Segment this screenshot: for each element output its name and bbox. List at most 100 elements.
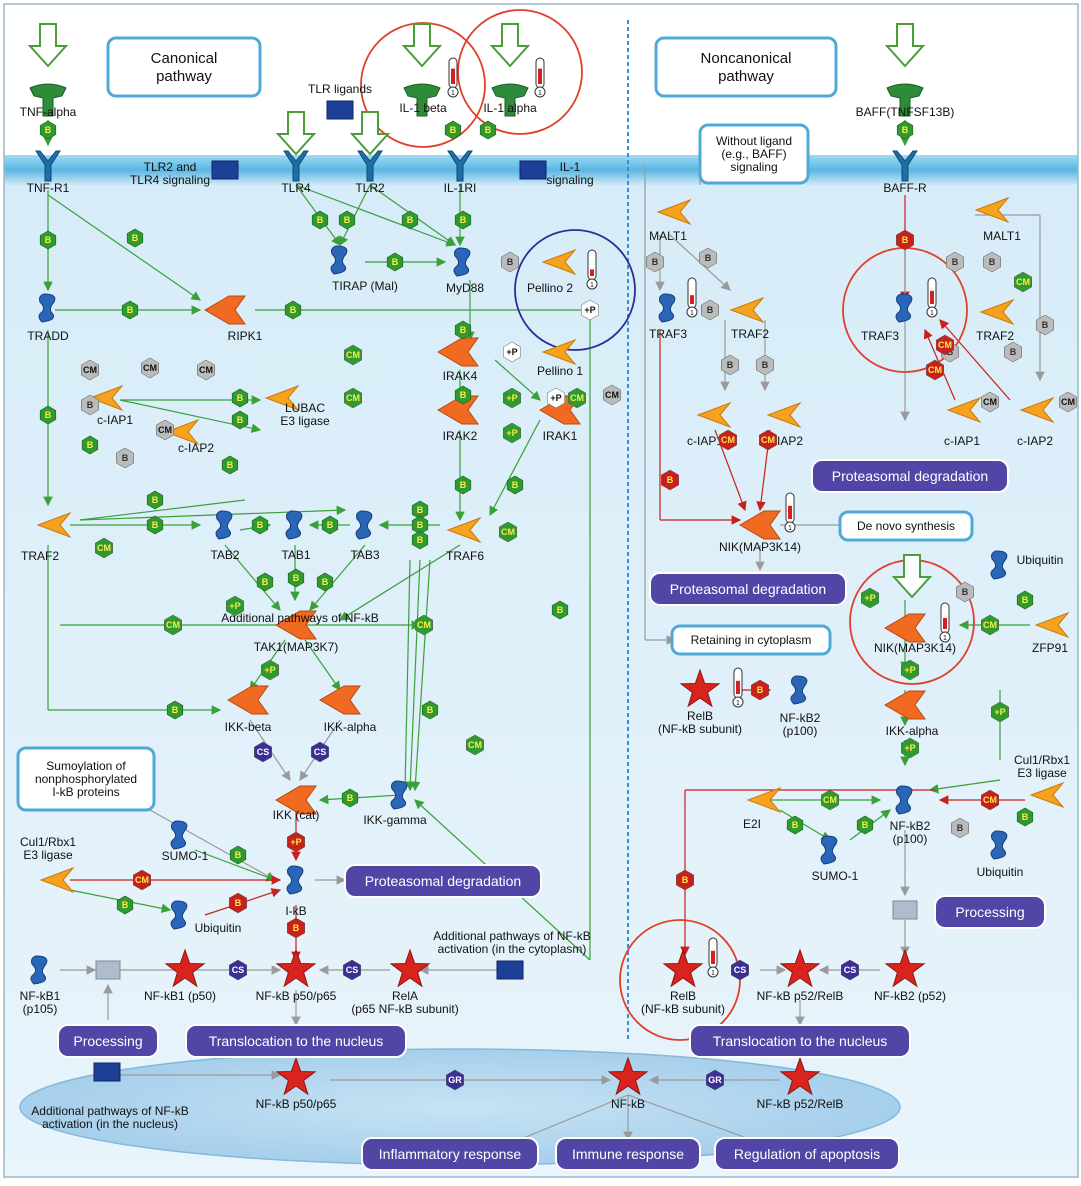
additional-nucleus-complex[interactable] — [93, 1062, 121, 1082]
baff-r-receptor[interactable] — [892, 150, 918, 182]
ciap1-mid-ligase[interactable] — [696, 401, 732, 429]
edge — [47, 194, 201, 301]
ikk-gamma-protein[interactable] — [390, 780, 408, 810]
ikk-alpha-right-kinase[interactable] — [884, 690, 926, 720]
badge-text: CM — [83, 365, 97, 375]
nfkb1-p50-tf[interactable] — [164, 948, 206, 988]
il1ri-receptor[interactable] — [447, 150, 473, 182]
svg-text:1: 1 — [590, 282, 594, 289]
badge-p-tak1 — [226, 595, 244, 617]
il1-alpha-ligand[interactable] — [491, 83, 529, 117]
lubac-ligase[interactable] — [264, 384, 300, 412]
nfkb-tf[interactable] — [607, 1056, 649, 1096]
processing-box-left[interactable]: Processing — [57, 1024, 159, 1058]
nfkb-p52-relb-tf[interactable] — [779, 948, 821, 988]
tlr-signaling-complex[interactable] — [211, 160, 239, 180]
badge-b-tlr4 — [311, 210, 329, 230]
proteasomal-box-1[interactable]: Proteasomal degradation — [344, 864, 542, 898]
relb-bottom-tf[interactable] — [662, 948, 704, 988]
badge-text: CS — [232, 965, 245, 975]
badge-text: CM — [938, 340, 952, 350]
tnf-alpha-ligand[interactable] — [29, 83, 67, 117]
ikb-protein[interactable] — [286, 865, 304, 895]
rela-tf[interactable] — [389, 948, 431, 988]
tab3-protein[interactable] — [355, 510, 373, 540]
nfkb1-p105-protein[interactable] — [30, 955, 48, 985]
nfkb2-p100-left-protein[interactable] — [790, 675, 808, 705]
proteasomal-box-2-label: Proteasomal degradation — [670, 581, 826, 597]
traf6-ligase[interactable] — [446, 516, 482, 544]
apoptosis-box[interactable]: Regulation of apoptosis — [714, 1137, 900, 1171]
malt1-right-ligase[interactable] — [974, 196, 1010, 224]
badge-text: B — [727, 360, 734, 370]
tab2-protein[interactable] — [215, 510, 233, 540]
badge-b-red-ubq — [229, 892, 247, 914]
ripk1-kinase[interactable] — [204, 295, 246, 325]
ikk-alpha-kinase[interactable] — [319, 685, 361, 715]
nik-kinase[interactable] — [739, 510, 781, 540]
zfp91-ligase[interactable] — [1034, 611, 1070, 639]
il1-signaling-complex[interactable] — [519, 160, 547, 180]
badge-text: CM — [417, 620, 431, 630]
ubiquitin-protein[interactable] — [170, 900, 188, 930]
sumo1-protein[interactable] — [170, 820, 188, 850]
malt1-left-ligase[interactable] — [656, 198, 692, 226]
ciap2-ligase[interactable] — [164, 418, 200, 446]
badge-letter: B — [317, 215, 324, 225]
ciap1-right-ligase[interactable] — [946, 396, 982, 424]
ciap2-right-ligase[interactable] — [1019, 396, 1055, 424]
ikk-beta-kinase[interactable] — [227, 685, 269, 715]
traf2-far-ligase[interactable] — [979, 298, 1015, 326]
il1-beta-ligand[interactable] — [403, 83, 441, 117]
cul1-rbx1-ligase[interactable] — [39, 866, 75, 894]
translocation-box-right[interactable]: Translocation to the nucleus — [689, 1024, 911, 1058]
nfkb-p52-relb-nuc-tf[interactable] — [779, 1056, 821, 1096]
traf3-left-protein[interactable] — [658, 293, 676, 323]
relb-left-tf[interactable] — [679, 668, 721, 708]
badge-cm-ciap2 — [197, 359, 215, 381]
nfkb-p50-p65-tf[interactable] — [275, 948, 317, 988]
badge-text: B — [507, 257, 514, 267]
badge-letter: B — [862, 820, 869, 830]
tnf-r1-receptor[interactable] — [35, 150, 61, 182]
badge-letter: B — [257, 520, 264, 530]
tak1-kinase[interactable] — [275, 610, 317, 640]
processing-box-right[interactable]: Processing — [934, 895, 1046, 929]
ubiquitin-right2-protein[interactable] — [990, 830, 1008, 860]
traf3-right-protein[interactable] — [895, 293, 913, 323]
myd88-protein[interactable] — [453, 247, 471, 277]
pellino2-ligase[interactable] — [541, 248, 577, 276]
badge-letter: B — [512, 480, 519, 490]
nfkb2-p100-right-protein[interactable] — [895, 785, 913, 815]
nik2-kinase[interactable] — [884, 613, 926, 643]
badge-letter: B — [237, 415, 244, 425]
traf2-ligase[interactable] — [36, 511, 72, 539]
translocation-box-left[interactable]: Translocation to the nucleus — [185, 1024, 407, 1058]
nfkb-p50-p65-nuc-tf[interactable] — [275, 1056, 317, 1096]
tlr4-receptor[interactable] — [283, 150, 309, 182]
ciap1-ligase[interactable] — [88, 384, 124, 412]
inflammatory-box[interactable]: Inflammatory response — [361, 1137, 539, 1171]
tradd-protein[interactable] — [38, 293, 56, 323]
tlr2-receptor[interactable] — [357, 150, 383, 182]
pellino1-ligase[interactable] — [541, 338, 577, 366]
immune-box[interactable]: Immune response — [555, 1137, 701, 1171]
baff-ligand[interactable] — [886, 83, 924, 117]
nfkb2-p52-tf[interactable] — [884, 948, 926, 988]
traf2-right-ligase[interactable] — [729, 296, 765, 324]
sumo1-right-protein[interactable] — [820, 835, 838, 865]
ikk-cat-kinase[interactable] — [275, 785, 317, 815]
proteasomal-box-3[interactable]: Proteasomal degradation — [811, 459, 1009, 493]
additional-cyto-complex[interactable] — [496, 960, 524, 980]
tirap-protein[interactable] — [330, 245, 348, 275]
processing-box-left-label: Processing — [73, 1033, 142, 1049]
proteasomal-box-2[interactable]: Proteasomal degradation — [649, 572, 847, 606]
e2i-ligase[interactable] — [746, 786, 782, 814]
badge-b-tab2-tab1 — [251, 515, 269, 535]
cul1-right-ligase[interactable] — [1029, 781, 1065, 809]
ciap2-mid-ligase[interactable] — [766, 401, 802, 429]
ubiquitin-right-protein[interactable] — [990, 550, 1008, 580]
tlr-ligands-complex[interactable] — [326, 100, 354, 120]
cytoplasm-area — [4, 158, 1078, 1178]
tab1-protein[interactable] — [285, 510, 303, 540]
